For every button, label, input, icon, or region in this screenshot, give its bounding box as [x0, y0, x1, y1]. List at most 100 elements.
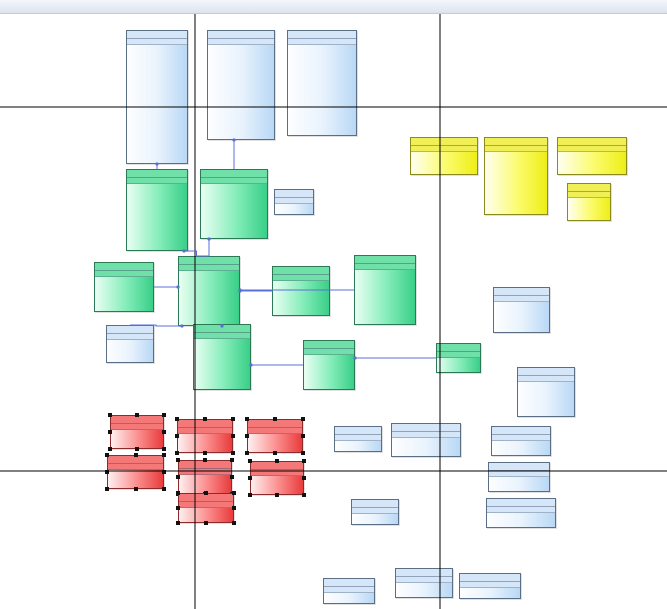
- selection-handle[interactable]: [162, 487, 166, 491]
- selection-handle[interactable]: [232, 491, 236, 495]
- selection-handle[interactable]: [135, 447, 139, 451]
- selection-handle[interactable]: [176, 475, 180, 479]
- table-node[interactable]: [436, 343, 481, 373]
- table-node[interactable]: [567, 183, 611, 221]
- table-node[interactable]: [247, 419, 303, 453]
- field-row[interactable]: [485, 212, 547, 214]
- field-row[interactable]: [352, 522, 398, 524]
- selection-handle[interactable]: [105, 470, 109, 474]
- field-row[interactable]: [273, 313, 329, 315]
- table-node[interactable]: [517, 367, 575, 417]
- table-node[interactable]: [94, 262, 154, 312]
- selection-handle[interactable]: [245, 451, 249, 455]
- table-node[interactable]: [178, 460, 232, 494]
- selection-handle[interactable]: [301, 417, 305, 421]
- table-node[interactable]: [107, 455, 164, 489]
- selection-handle[interactable]: [301, 451, 305, 455]
- field-row[interactable]: [437, 370, 480, 372]
- selection-handle[interactable]: [175, 417, 179, 421]
- selection-handle[interactable]: [175, 434, 179, 438]
- selection-handle[interactable]: [175, 451, 179, 455]
- table-node[interactable]: [486, 498, 556, 528]
- field-row[interactable]: [558, 172, 626, 174]
- field-row[interactable]: [288, 133, 356, 135]
- table-node[interactable]: [334, 426, 382, 452]
- selection-handle[interactable]: [230, 475, 234, 479]
- selection-handle[interactable]: [176, 491, 180, 495]
- field-row[interactable]: [201, 236, 267, 238]
- selection-handle[interactable]: [302, 459, 306, 463]
- field-row[interactable]: [95, 309, 153, 311]
- selection-handle[interactable]: [248, 459, 252, 463]
- field-row[interactable]: [275, 212, 313, 214]
- field-row[interactable]: [355, 322, 415, 324]
- selection-handle[interactable]: [232, 521, 236, 525]
- selection-handle[interactable]: [302, 476, 306, 480]
- table-node[interactable]: [287, 30, 357, 136]
- field-row[interactable]: [194, 387, 250, 389]
- table-node[interactable]: [200, 169, 268, 239]
- selection-handle[interactable]: [203, 417, 207, 421]
- selection-handle[interactable]: [273, 417, 277, 421]
- selection-handle[interactable]: [248, 476, 252, 480]
- table-node[interactable]: [272, 266, 330, 316]
- field-row[interactable]: [127, 248, 187, 250]
- table-node[interactable]: [193, 324, 251, 390]
- table-node[interactable]: [354, 255, 416, 325]
- field-row[interactable]: [127, 161, 187, 163]
- table-node[interactable]: [557, 137, 627, 175]
- field-row[interactable]: [208, 137, 274, 139]
- field-row[interactable]: [411, 172, 477, 174]
- selection-handle[interactable]: [245, 434, 249, 438]
- selection-handle[interactable]: [162, 453, 166, 457]
- selection-handle[interactable]: [162, 447, 166, 451]
- field-row[interactable]: [492, 453, 550, 455]
- selection-handle[interactable]: [162, 430, 166, 434]
- table-node[interactable]: [178, 493, 234, 523]
- selection-handle[interactable]: [301, 434, 305, 438]
- field-row[interactable]: [335, 449, 381, 451]
- selection-handle[interactable]: [162, 470, 166, 474]
- field-row[interactable]: [107, 360, 153, 362]
- selection-handle[interactable]: [231, 434, 235, 438]
- table-node[interactable]: [303, 340, 355, 390]
- selection-handle[interactable]: [133, 487, 138, 491]
- selection-handle[interactable]: [232, 506, 236, 510]
- selection-handle[interactable]: [176, 506, 180, 510]
- table-node[interactable]: [177, 419, 233, 453]
- table-node[interactable]: [178, 256, 240, 326]
- selection-handle[interactable]: [248, 493, 252, 497]
- field-row[interactable]: [494, 330, 549, 332]
- table-node[interactable]: [126, 30, 188, 164]
- field-row[interactable]: [324, 601, 374, 603]
- table-node[interactable]: [493, 287, 550, 333]
- selection-handle[interactable]: [231, 417, 235, 421]
- field-row[interactable]: [489, 489, 549, 491]
- table-node[interactable]: [110, 415, 164, 449]
- selection-handle[interactable]: [203, 458, 207, 462]
- selection-handle[interactable]: [108, 447, 112, 451]
- table-node[interactable]: [274, 189, 314, 215]
- table-node[interactable]: [395, 568, 453, 598]
- selection-handle[interactable]: [105, 453, 109, 457]
- table-node[interactable]: [491, 426, 551, 456]
- table-node[interactable]: [410, 137, 478, 175]
- field-row[interactable]: [392, 454, 460, 456]
- table-node[interactable]: [323, 578, 375, 604]
- table-node[interactable]: [484, 137, 548, 215]
- table-node[interactable]: [106, 325, 154, 363]
- field-row[interactable]: [518, 414, 574, 416]
- table-node[interactable]: [351, 499, 399, 525]
- selection-handle[interactable]: [162, 413, 166, 417]
- selection-handle[interactable]: [108, 430, 112, 434]
- field-row[interactable]: [304, 387, 354, 389]
- selection-handle[interactable]: [176, 521, 180, 525]
- selection-handle[interactable]: [108, 413, 112, 417]
- selection-handle[interactable]: [105, 487, 109, 491]
- table-node[interactable]: [250, 461, 304, 495]
- selection-handle[interactable]: [302, 493, 306, 497]
- selection-handle[interactable]: [273, 451, 277, 455]
- selection-handle[interactable]: [133, 453, 138, 457]
- table-node[interactable]: [459, 573, 521, 599]
- table-node[interactable]: [207, 30, 275, 140]
